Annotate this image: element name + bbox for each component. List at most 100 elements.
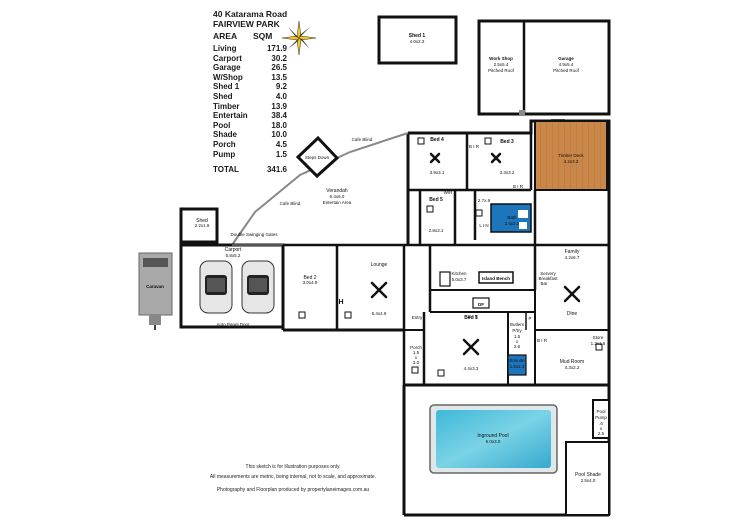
room-workshop-garage bbox=[477, 19, 611, 116]
plan-label-shed1-name: Shed 1 bbox=[408, 33, 426, 39]
area-name: Garage bbox=[213, 63, 241, 73]
area-sqm: 1.5 bbox=[275, 149, 287, 159]
area-row: Garage 26.5 bbox=[213, 63, 287, 73]
area-sqm: 30.2 bbox=[271, 53, 287, 63]
plan-label-ensuite-dims: 1.5x2.3 bbox=[509, 364, 525, 370]
plan-label-bed4-dims: 3.9x3.1 bbox=[429, 170, 445, 176]
inground-pool bbox=[436, 410, 551, 468]
area-sqm: 4.5 bbox=[275, 139, 287, 149]
plan-label-bed3-name: Bed 3 bbox=[500, 139, 514, 145]
sqm-column-header: SQM bbox=[253, 31, 273, 41]
plan-label-labels-p: P bbox=[528, 316, 532, 322]
plan-label-servery-sub1: Breakfast bbox=[538, 276, 558, 282]
area-sqm: 26.5 bbox=[271, 63, 287, 73]
plan-label-garage-sub: Pitched Roof bbox=[553, 68, 579, 74]
area-sqm: 13.9 bbox=[271, 101, 287, 111]
plan-label-carport-name: Carport bbox=[224, 247, 242, 253]
area-name: Shed 1 bbox=[213, 82, 240, 92]
credits-line: Photography and Floorplan produced by pr… bbox=[216, 487, 370, 493]
plan-label-timber-deck-name: Timber Deck bbox=[558, 153, 584, 159]
plan-label-bed5-name: Bed 5 bbox=[429, 197, 443, 203]
plan-label-shed1-dims: 4.0x2.3 bbox=[409, 39, 425, 45]
address-line-1: 40 Katarama Road bbox=[213, 9, 288, 19]
plan-label-shed-name: Shed bbox=[196, 218, 208, 224]
steps-down bbox=[295, 135, 340, 179]
plan-label-labels-auto-door: Auto Panel Door bbox=[216, 322, 250, 328]
plan-label-verandah-sub: Entertain Area bbox=[322, 200, 352, 206]
room-shed1 bbox=[377, 15, 458, 65]
plan-label-pool-pump-d2: x bbox=[599, 426, 603, 432]
plan-label-pool-pump-d1: .6 bbox=[599, 421, 603, 427]
area-name: Porch bbox=[213, 139, 236, 149]
pool-pump bbox=[592, 399, 610, 439]
plan-label-bath-dims: 2.4x2.2 bbox=[504, 221, 520, 227]
plan-label-pool-shade-name: Pool Shade bbox=[575, 472, 601, 478]
plan-label-labels-bir3: B I R bbox=[467, 314, 478, 320]
area-sqm: 10.0 bbox=[271, 130, 287, 140]
plan-label-pool-name: Inground Pool bbox=[477, 433, 509, 439]
plan-label-butlers-d2: x bbox=[515, 339, 519, 345]
area-sqm: 13.5 bbox=[271, 72, 287, 82]
plan-label-bed1-name: Bed 1 bbox=[464, 315, 478, 321]
room-shed bbox=[179, 207, 219, 244]
plan-label-timber-deck-dims: 4.2x3.3 bbox=[563, 159, 579, 165]
plan-label-workshop-sub: Pitched Roof bbox=[488, 68, 514, 74]
plan-label-mud-room-name: Mud Room bbox=[559, 359, 585, 365]
plan-label-bed3-dims: 3.3x3.2 bbox=[499, 170, 515, 176]
room-ensuite bbox=[507, 354, 527, 376]
area-sqm: 38.4 bbox=[271, 111, 287, 121]
plan-label-labels-cafe-blind-2: Cafe Blind bbox=[279, 201, 301, 207]
area-name: Shade bbox=[213, 130, 238, 140]
plan-label-verandah-dims: 6.4x6.0 bbox=[329, 194, 345, 200]
plan-label-servery-name: Servery bbox=[540, 271, 556, 277]
plan-label-labels-df: DF bbox=[478, 302, 484, 308]
plan-label-porch-name: Porch bbox=[410, 345, 422, 351]
plan-label-shed-dims: 2.2x1.9 bbox=[194, 223, 210, 229]
plan-label-pool-pump-name: Pool bbox=[596, 409, 606, 415]
plan-label-store-dims: 1.2x1.6 bbox=[590, 341, 606, 347]
plan-label-ensuite-name: Ensuite bbox=[509, 358, 525, 364]
pool-shade bbox=[565, 441, 610, 516]
plan-label-bed1-dims: 4.4x3.3 bbox=[463, 366, 479, 372]
plan-label-kitchen-dims: 5.0x3.7 bbox=[451, 277, 467, 283]
plan-label-lounge-name: Lounge bbox=[370, 262, 388, 268]
disclaimer-line-1: This sketch is for illustration purposes… bbox=[245, 464, 341, 470]
area-sqm: 18.0 bbox=[271, 120, 287, 130]
compass-icon bbox=[281, 20, 317, 56]
plan-label-store-name: Store bbox=[592, 335, 604, 341]
plan-label-pool-shade-dims: 2.5x4.0 bbox=[580, 478, 596, 484]
area-row: Timber 13.9 bbox=[213, 102, 287, 112]
plan-label-kitchen-name: Kitchen bbox=[451, 271, 467, 277]
plan-label-butlers-d1: 1.5 bbox=[513, 334, 521, 340]
timber-deck bbox=[534, 120, 608, 191]
plan-label-pool-pump-d3: 2.5 bbox=[597, 431, 605, 437]
area-name: Timber bbox=[213, 101, 240, 111]
car-right bbox=[241, 260, 275, 314]
plan-label-bath-name: Bath bbox=[507, 215, 517, 221]
plan-label-workshop-name: Work Shop bbox=[489, 56, 513, 62]
plan-label-porch-d1: 1.5 bbox=[412, 350, 420, 356]
plan-label-dine-name: Dine bbox=[566, 311, 578, 317]
plan-label-labels-entry: Entry bbox=[411, 315, 423, 321]
plan-label-bed2-dims: 3.0x4.9 bbox=[302, 280, 318, 286]
plan-label-labels-bir1: B I R bbox=[468, 144, 479, 150]
plan-label-garage-name: Garage bbox=[558, 56, 574, 62]
plan-label-labels-bir4: B I R bbox=[536, 338, 547, 344]
plan-label-butlers-sub: P/try bbox=[512, 328, 522, 334]
plan-label-bed4-name: Bed 4 bbox=[430, 137, 444, 143]
area-name: Pump bbox=[213, 149, 236, 159]
area-row: Shade 10.0 bbox=[213, 130, 287, 140]
plan-label-porch-d3: 3.0 bbox=[412, 360, 420, 366]
plan-label-porch-d2: x bbox=[414, 355, 418, 361]
plan-label-labels-cafe-blind-1: Cafe Blind bbox=[351, 137, 373, 143]
plan-label-labels-h: H bbox=[338, 298, 344, 306]
area-row: Porch 4.5 bbox=[213, 140, 287, 150]
area-name: Shed bbox=[213, 91, 233, 101]
plan-label-carport-dims: 5.8x5.2 bbox=[225, 253, 241, 259]
